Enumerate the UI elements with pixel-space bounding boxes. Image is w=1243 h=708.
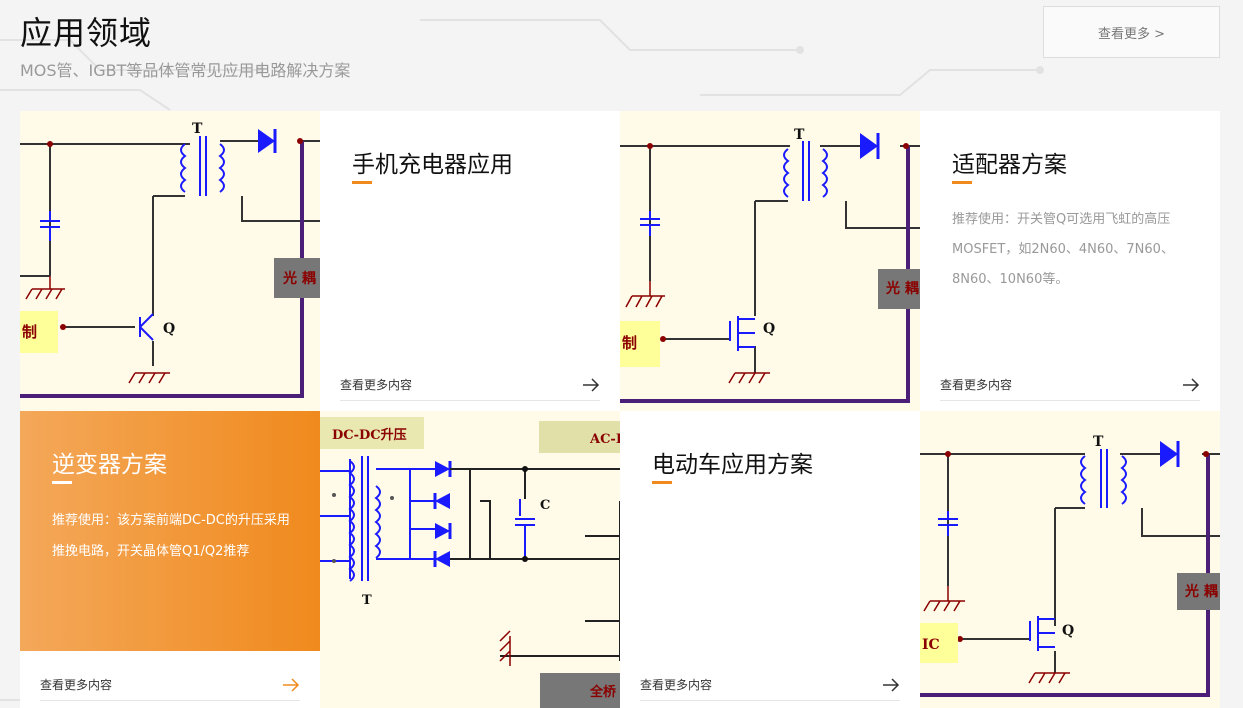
card-image-ev[interactable]: T Q IC 光 耦 — [920, 411, 1220, 708]
arrow-right-icon — [883, 677, 900, 692]
view-more-button[interactable]: 查看更多 > — [1043, 6, 1220, 58]
view-more-link[interactable]: 查看更多内容 — [40, 669, 300, 701]
card-image-charger[interactable]: T Q 制 光 耦 — [20, 111, 320, 411]
title-underline — [352, 181, 372, 184]
card-title: 逆变器方案 — [52, 452, 167, 478]
capacitor-label: C — [540, 498, 550, 513]
transformer-icon — [938, 449, 1127, 651]
card-highlight-background — [20, 411, 320, 651]
diode-icon — [860, 133, 878, 159]
optocoupler-label: 光 耦 — [1184, 583, 1218, 600]
transformer-label: T — [794, 127, 805, 143]
acdc-label: AC-D — [589, 432, 620, 447]
title-underline — [952, 181, 972, 184]
view-more-link[interactable]: 查看更多内容 — [340, 369, 600, 401]
view-more-label: 查看更多内容 — [640, 678, 713, 692]
ground-icon — [923, 586, 1070, 684]
transformer-icon — [640, 141, 828, 351]
view-more-link[interactable]: 查看更多内容 — [640, 669, 900, 701]
switch-label: Q — [1062, 623, 1074, 639]
card-adapter[interactable]: 适配器方案 推荐使用：开关管Q可选用飞虹的高压MOSFET，如2N60、4N60… — [920, 111, 1220, 411]
card-title: 手机充电器应用 — [352, 152, 513, 178]
view-more-label: 查看更多内容 — [940, 378, 1013, 392]
card-image-inverter[interactable]: DC-DC升压 AC-D — [320, 411, 620, 708]
bridge-label: 全桥 — [589, 684, 617, 700]
transformer-label: T — [192, 121, 203, 137]
transformer-icon — [40, 136, 225, 341]
diode-bridge-icon — [435, 461, 450, 567]
transformer-label: T — [362, 593, 372, 608]
view-more-label: 查看更多内容 — [40, 678, 113, 692]
section-title: 应用领域 — [20, 14, 153, 52]
arrow-right-icon — [283, 677, 300, 692]
flyback-bjt-circuit-image: T Q 制 光 耦 — [20, 121, 320, 398]
card-description: 推荐使用：开关管Q可选用飞虹的高压MOSFET，如2N60、4N60、7N60、… — [952, 212, 1174, 287]
diode-icon — [1160, 441, 1178, 467]
card-title: 电动车应用方案 — [652, 452, 813, 478]
card-description: 推荐使用：该方案前端DC-DC的升压采用推挽电路，开关晶体管Q1/Q2推荐 — [52, 513, 290, 559]
diode-icon — [258, 129, 275, 153]
optocoupler-label: 光 耦 — [282, 270, 316, 287]
transformer-icon — [320, 456, 535, 582]
card-ev[interactable]: 电动车应用方案 查看更多内容 — [620, 411, 920, 708]
card-image-adapter[interactable]: T Q 制 光 耦 — [620, 111, 920, 411]
arrow-right-icon — [1183, 377, 1200, 392]
ground-icon — [499, 630, 511, 666]
view-more-label: 查看更多内容 — [340, 378, 413, 392]
control-label: 制 — [622, 334, 637, 352]
title-underline — [652, 481, 672, 484]
card-title: 适配器方案 — [952, 152, 1067, 178]
arrow-right-icon — [583, 377, 600, 392]
inverter-circuit-image: DC-DC升压 AC-D — [320, 417, 620, 708]
switch-label: Q — [163, 321, 175, 337]
switch-label: Q — [763, 321, 775, 337]
title-underline — [52, 481, 72, 484]
flyback-mos-circuit-image: T Q 制 光 耦 — [620, 127, 920, 403]
control-label: IC — [922, 637, 940, 653]
view-more-link[interactable]: 查看更多内容 — [940, 369, 1200, 401]
ev-circuit-image: T Q IC 光 耦 — [920, 434, 1220, 697]
card-charger[interactable]: 手机充电器应用 查看更多内容 — [320, 111, 620, 411]
ground-icon — [625, 281, 770, 384]
transformer-label: T — [1093, 434, 1104, 450]
ground-icon — [25, 276, 170, 384]
optocoupler-label: 光 耦 — [885, 280, 919, 297]
card-inverter[interactable]: 逆变器方案 推荐使用：该方案前端DC-DC的升压采用推挽电路，开关晶体管Q1/Q… — [20, 411, 320, 708]
section-subtitle: MOS管、IGBT等品体管常见应用电路解决方案 — [20, 61, 351, 80]
control-label: 制 — [22, 323, 37, 341]
dcdc-label: DC-DC升压 — [332, 427, 407, 443]
